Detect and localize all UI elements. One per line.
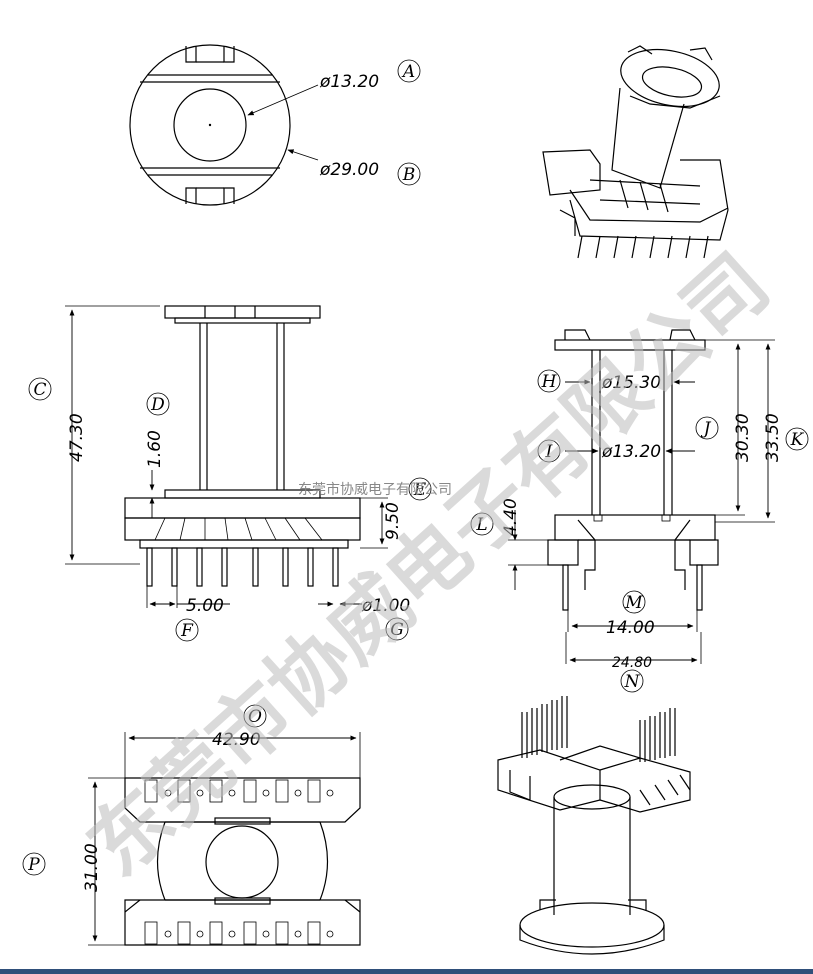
label-f: F	[180, 621, 194, 641]
label-k: K	[790, 430, 805, 450]
watermark-large: 东莞市协威电子有限公司	[70, 236, 786, 894]
dim-k-value: 33.50	[763, 413, 783, 462]
dim-j-value: 30.30	[733, 413, 753, 462]
label-p: P	[27, 855, 40, 875]
label-j: J	[701, 419, 712, 439]
label-g: G	[390, 620, 404, 640]
isometric-view-bottom	[497, 696, 691, 955]
isometric-pins	[521, 696, 691, 806]
dim-a-value: ø13.20	[319, 72, 379, 92]
bottom-view: 42.90 O 31.00 P	[22, 704, 361, 946]
label-i: I	[545, 442, 553, 462]
isometric-view-top	[542, 45, 729, 259]
label-h: H	[541, 372, 558, 392]
label-b: B	[402, 165, 416, 185]
label-l: L	[475, 515, 487, 535]
label-c: C	[33, 380, 46, 400]
front-view: 47.30 C 1.60 D 9.50 E 5.00 F ø1.00 G	[28, 305, 432, 642]
bottom-bar	[0, 969, 813, 974]
dim-b-value: ø29.00	[319, 160, 379, 180]
label-m: M	[624, 593, 643, 613]
dim-m-value: 14.00	[606, 618, 655, 638]
dim-i-value: ø13.20	[601, 442, 661, 462]
dim-l-value: 4.40	[501, 498, 521, 536]
label-n: N	[624, 672, 641, 692]
top-view: ø13.20 ø29.00 A B	[129, 44, 421, 206]
side-view: ø15.30 H ø13.20 I 30.30 J 33.50 K 4.40 L…	[470, 329, 809, 693]
dim-c-value: 47.30	[67, 413, 87, 462]
bottom-pin-slots	[144, 921, 334, 945]
label-e: E	[413, 480, 427, 500]
dim-g-value: ø1.00	[361, 596, 410, 616]
dim-d-value: 1.60	[145, 430, 165, 468]
dim-f-value: 5.00	[186, 596, 224, 616]
dim-n-value: 24.80	[612, 655, 652, 671]
dim-e-value: 9.50	[383, 502, 403, 540]
dim-p-value: 31.00	[82, 843, 102, 892]
label-d: D	[150, 395, 165, 415]
dim-h-value: ø15.30	[601, 373, 661, 393]
watermark: 东莞市协威电子有限公司 东莞市协威电子有限公司	[70, 236, 786, 894]
label-o: O	[248, 707, 262, 727]
top-pin-slots	[144, 779, 334, 803]
watermark-small: 东莞市协威电子有限公司	[298, 481, 452, 498]
dim-o-value: 42.90	[212, 730, 261, 750]
label-a: A	[401, 62, 415, 82]
